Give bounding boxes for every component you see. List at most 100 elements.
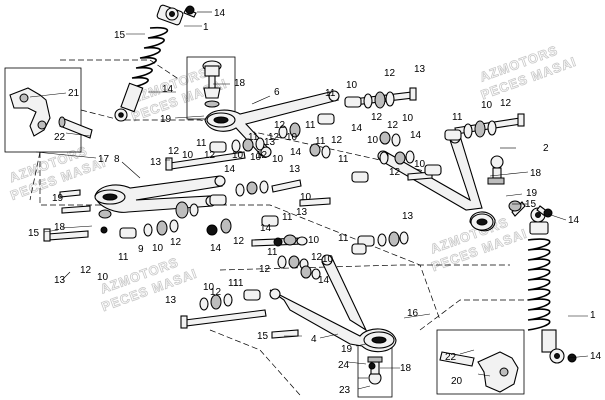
callout-label: 18 [54, 222, 66, 233]
callout-label: 14 [210, 243, 222, 254]
shock-absorber-front-right [527, 207, 565, 364]
callout-label: 11 [305, 120, 316, 131]
callout-label: 9 [138, 244, 144, 255]
callout-label: 12 [168, 146, 180, 157]
callout-label: 13 [150, 157, 162, 168]
callout-label: 10 [346, 80, 358, 91]
callout-label: 12 [500, 98, 512, 109]
callout-label: 10 [182, 150, 194, 161]
lower-a-arm-left [94, 175, 226, 213]
callout-label: 1 [203, 22, 209, 33]
callout-label: 10 [203, 282, 215, 293]
callout-label: 11 [338, 154, 349, 165]
upper-a-arm-left [204, 90, 340, 158]
callout-label: 20 [451, 376, 463, 387]
callout-label: 1 [590, 310, 596, 321]
callout-label: 12 [274, 120, 286, 131]
leader-lines [29, 11, 589, 390]
knuckle-inset-frame-right [436, 329, 525, 395]
callout-label: 11 [228, 278, 239, 289]
callout-label: 12 [80, 265, 92, 276]
callout-label: 12 [384, 68, 396, 79]
callout-label: 13 [264, 137, 276, 148]
callout-label: 19 [160, 114, 172, 125]
callout-label: 10 [97, 272, 109, 283]
callout-label: 14 [590, 351, 602, 362]
callout-label: 11 [282, 212, 293, 223]
callout-label: 11 [248, 132, 259, 143]
callout-label: 10 [300, 192, 312, 203]
callout-label: 19 [526, 188, 538, 199]
callout-label: 10 [250, 152, 262, 163]
callout-label: 10 [152, 243, 164, 254]
callout-label: 19 [341, 344, 353, 355]
lower-a-arm-right [269, 254, 397, 353]
callout-label: 14 [260, 223, 272, 234]
callout-label: 14 [318, 275, 330, 286]
callout-label: 11 [315, 136, 326, 147]
callout-label: 15 [114, 30, 126, 41]
callout-label: 11 [196, 138, 207, 149]
callout-label: 16 [407, 308, 419, 319]
callout-label: 12 [387, 120, 399, 131]
callout-label: 2 [543, 143, 549, 154]
callout-label: 11 [233, 278, 244, 289]
callout-label: 14 [224, 164, 236, 175]
callout-label: 21 [68, 88, 80, 99]
callout-label: 11 [325, 88, 336, 99]
steering-knuckle-right [439, 351, 519, 393]
callout-label: 10 [481, 100, 493, 111]
callout-label: 4 [311, 334, 317, 345]
callout-label: 12 [204, 150, 216, 161]
callout-label: 13 [414, 64, 426, 75]
callout-label: 12 [389, 167, 401, 178]
callout-label: 6 [274, 87, 280, 98]
callout-label: 11 [338, 233, 349, 244]
callout-label: 13 [289, 164, 301, 175]
callout-label: 15 [525, 199, 537, 210]
callout-label: 12 [233, 236, 245, 247]
bushings-and-washers [98, 5, 577, 370]
callout-label: 14 [290, 147, 302, 158]
callout-label: 23 [339, 385, 351, 396]
callout-label: 17 [98, 154, 110, 165]
callout-label: 12 [256, 150, 268, 161]
ball-joint-upper-right [487, 155, 505, 185]
callout-label: 10 [232, 150, 244, 161]
callout-label: 13 [296, 207, 308, 218]
callout-label: 14 [410, 130, 422, 141]
callout-label: 8 [114, 154, 120, 165]
callout-label: 12 [311, 252, 323, 263]
callout-label: 12 [331, 135, 343, 146]
ball-joint-upper-left [202, 60, 222, 108]
callout-label: 13 [165, 295, 177, 306]
callout-label: 15 [257, 331, 269, 342]
callout-label: 10 [308, 235, 320, 246]
callout-label: 24 [338, 360, 350, 371]
ball-joint-lower-right [367, 356, 383, 385]
callout-label: 18 [400, 363, 412, 374]
callout-label: 12 [210, 287, 222, 298]
callout-label: 13 [54, 275, 66, 286]
callout-label: 22 [445, 352, 457, 363]
callout-label: 10 [402, 113, 414, 124]
callout-label: 14 [351, 123, 363, 134]
callout-label: 10 [272, 154, 284, 165]
callout-label: 18 [530, 168, 542, 179]
callout-label: 10 [286, 132, 298, 143]
callout-label: 11 [118, 252, 129, 263]
callout-label: 10 [367, 135, 379, 146]
callout-label: 15 [28, 228, 40, 239]
callout-label: 12 [268, 132, 280, 143]
callout-label: 18 [234, 78, 246, 89]
callout-label: 11 [267, 247, 278, 258]
callout-label: 12 [371, 112, 383, 123]
steering-knuckle-left [9, 87, 93, 139]
callout-label: 10 [414, 159, 426, 170]
callout-label: 11 [452, 112, 463, 123]
callout-label: 14 [568, 215, 580, 226]
shock-absorber-front-left [114, 4, 184, 122]
callout-label: 12 [259, 264, 271, 275]
callout-label: 12 [170, 237, 182, 248]
